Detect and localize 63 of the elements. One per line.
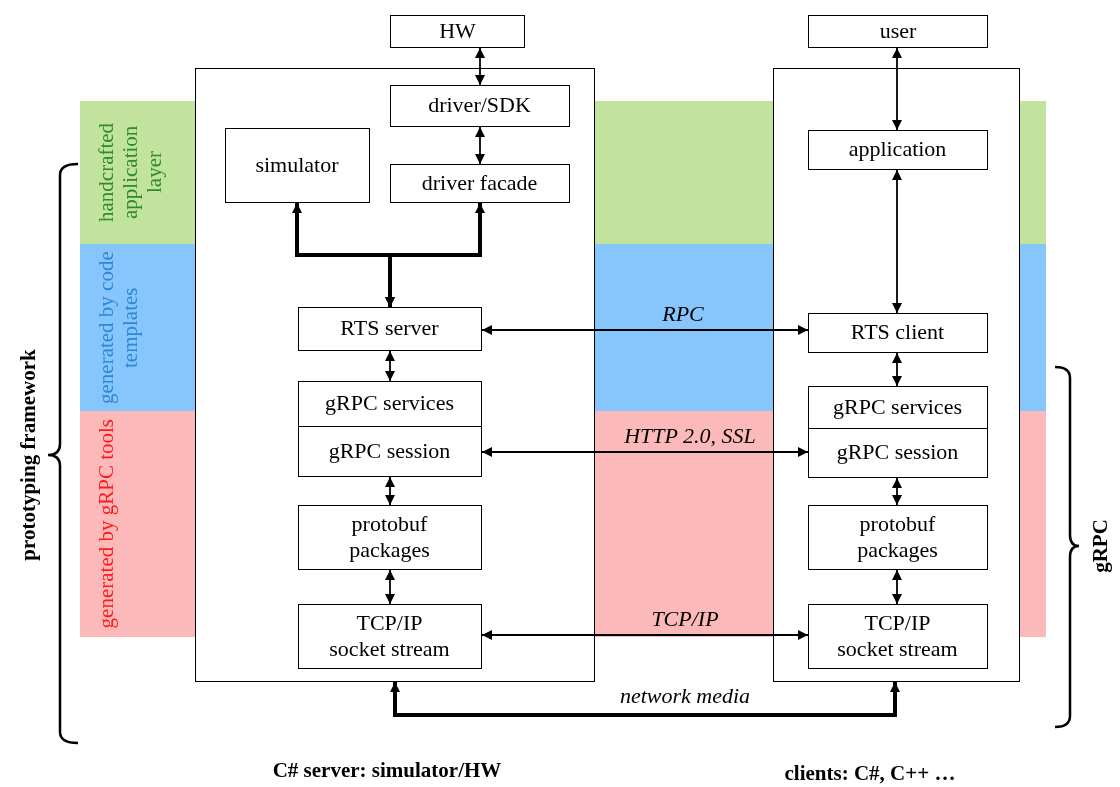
component-box — [297, 306, 482, 351]
component-label: application — [848, 136, 947, 163]
bracket-label: prototyping framework — [15, 349, 41, 561]
component-label: RTS server — [340, 315, 439, 342]
component-box — [390, 15, 525, 48]
component-box — [389, 84, 570, 127]
arrow — [481, 325, 809, 335]
layer-label: generated by code templates — [94, 250, 143, 406]
component-box — [807, 312, 988, 353]
component-box — [297, 380, 482, 427]
component-label: gRPC services — [325, 390, 454, 417]
arrow — [481, 630, 809, 640]
component-box — [807, 129, 988, 170]
arrow — [481, 447, 809, 457]
component-box — [808, 15, 988, 48]
arrow — [390, 682, 900, 717]
edge-label: network media — [619, 683, 751, 709]
edge-label: TCP/IP — [651, 606, 719, 632]
component-label: HW — [439, 18, 476, 45]
layer-label: handcrafted application layer — [94, 121, 167, 225]
arrow — [385, 569, 395, 605]
component-label: TCP/IP socket stream — [836, 609, 959, 663]
component-label: simulator — [255, 151, 339, 179]
bracket-label: gRPC — [1087, 519, 1113, 573]
layer-band — [80, 244, 195, 411]
layer-label: generated by gRPC tools — [94, 419, 119, 629]
arrow — [385, 203, 485, 307]
arrow — [475, 47, 485, 86]
arrow — [892, 569, 902, 605]
edge-label: RPC — [662, 301, 704, 327]
component-box — [297, 603, 482, 669]
arrow — [892, 47, 902, 131]
module-panel — [773, 68, 1020, 682]
layer-band — [80, 411, 195, 637]
component-label: driver facade — [421, 169, 538, 197]
arrow — [892, 352, 902, 387]
component-box — [807, 504, 988, 570]
arrow — [385, 350, 395, 382]
component-label: driver/SDK — [428, 92, 531, 119]
component-label: gRPC session — [836, 439, 959, 466]
layer-band — [80, 101, 195, 244]
caption: C# server: simulator/HW — [272, 757, 502, 783]
arrow — [385, 476, 395, 506]
arrow — [892, 477, 902, 506]
arrow — [892, 169, 902, 314]
arrow — [475, 126, 485, 165]
component-box — [807, 427, 988, 478]
component-label: user — [879, 18, 917, 45]
component-label: gRPC session — [328, 437, 451, 465]
component-label: RTS client — [850, 319, 945, 346]
component-box — [807, 385, 988, 429]
component-box — [389, 163, 570, 203]
module-panel — [195, 68, 595, 682]
component-label: gRPC services — [833, 393, 962, 421]
component-box — [297, 504, 482, 570]
caption: clients: C#, C++ … — [784, 760, 956, 786]
component-box — [224, 127, 370, 203]
edge-label: HTTP 2.0, SSL — [624, 423, 756, 449]
component-label: protobuf packages — [348, 510, 431, 564]
component-box — [297, 425, 482, 477]
component-label: TCP/IP socket stream — [328, 609, 451, 663]
component-box — [807, 603, 988, 669]
component-label: protobuf packages — [856, 510, 939, 564]
